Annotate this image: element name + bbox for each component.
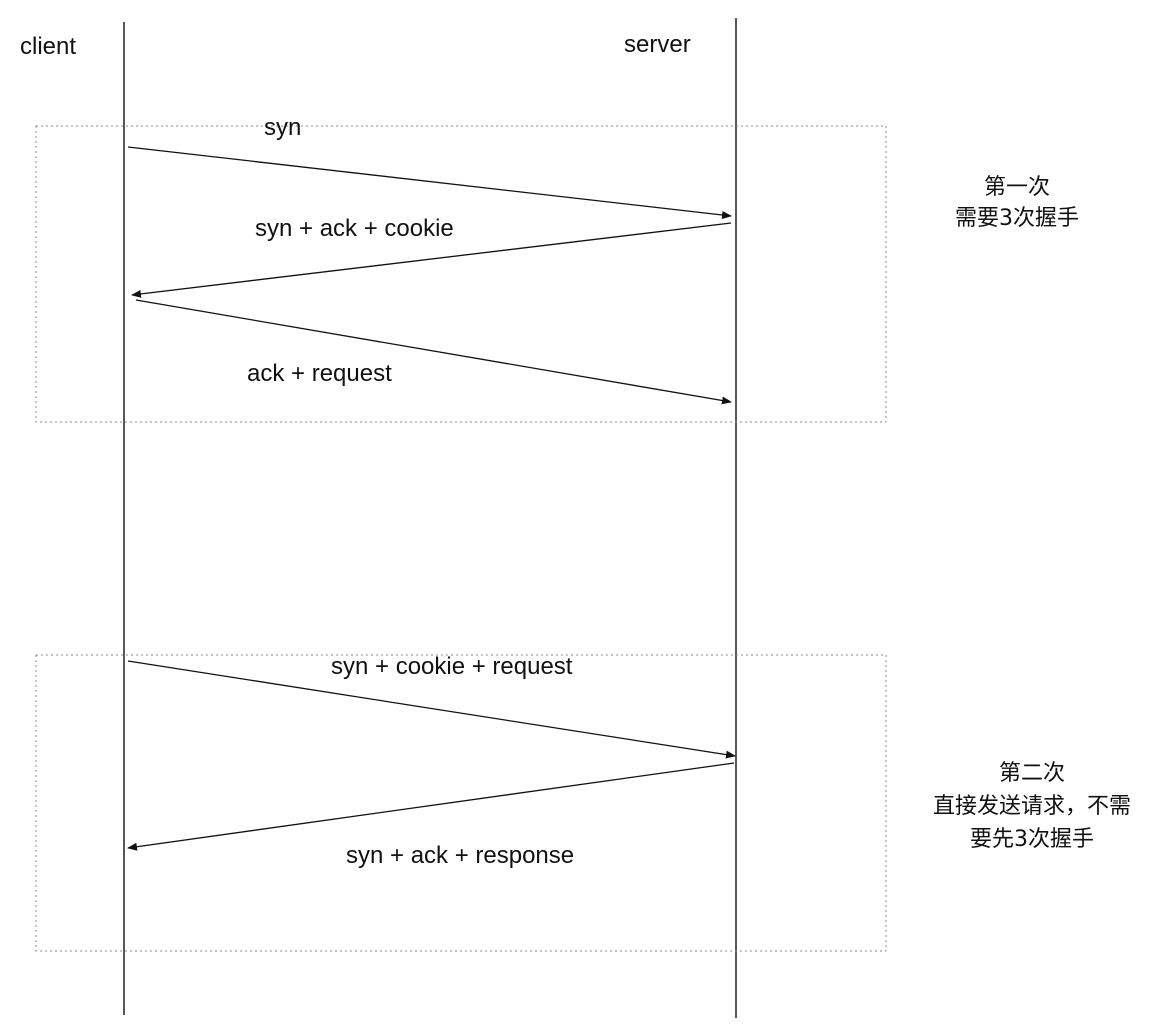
second-attempt-note-line-2: 直接发送请求，不需 [933,794,1131,819]
first-attempt-note-line-1: 第一次 [984,175,1050,200]
message-label-ack-request: ack + request [247,360,392,387]
second-attempt-note-line-1: 第二次 [999,761,1065,786]
message-arrow-syn-cookie-request [127,660,736,759]
message-label-syn-ack-cookie: syn + ack + cookie [255,215,454,242]
message-arrow-syn-ack-cookie [131,222,732,298]
message-arrow-syn [127,146,732,219]
message-arrow-syn-ack-response [127,762,735,851]
first-attempt-note-line-2: 需要3次握手 [955,206,1079,231]
client-participant-label: client [20,33,76,60]
message-label-syn: syn [264,114,301,141]
server-participant-label: server [624,31,691,58]
message-label-syn-ack-response: syn + ack + response [346,842,574,869]
first-attempt-frame [35,125,887,423]
message-label-syn-cookie-request: syn + cookie + request [331,653,573,680]
second-attempt-frame [35,654,887,952]
message-arrow-ack-request [135,299,732,405]
second-attempt-note-line-3: 要先3次握手 [970,827,1094,852]
